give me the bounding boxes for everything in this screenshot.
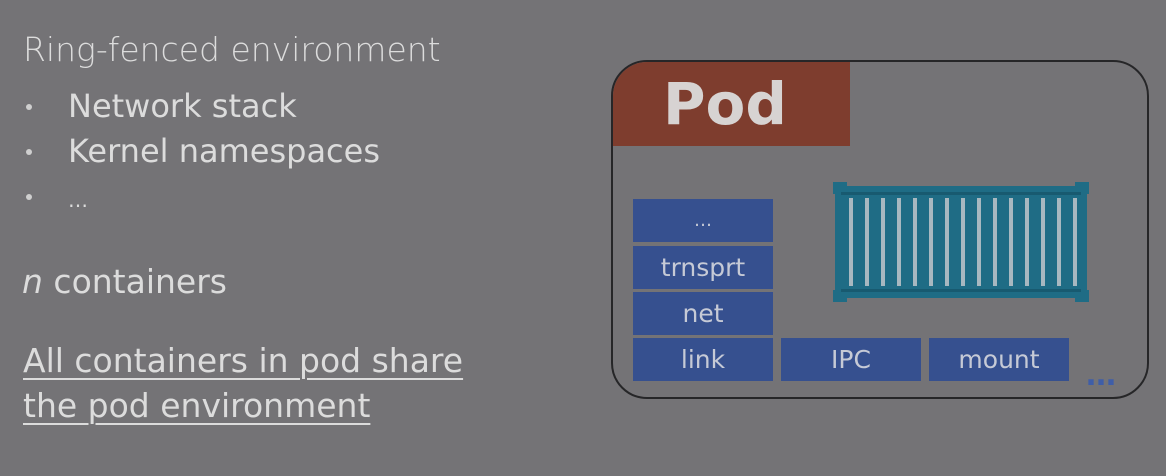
- containers-text: containers: [53, 262, 227, 301]
- stack-layer-net: net: [633, 292, 773, 335]
- namespace-ipc: IPC: [781, 338, 921, 381]
- bullet-dot-icon: [26, 149, 32, 155]
- bullet-item-kernel-namespaces: Kernel namespaces: [22, 129, 380, 174]
- stack-layer-transport: trnsprt: [633, 246, 773, 289]
- containers-count-line: n containers: [22, 262, 227, 301]
- bullet-list: Network stack Kernel namespaces …: [22, 84, 380, 219]
- bullet-label: Network stack: [68, 87, 297, 125]
- pod-box: Pod: [611, 60, 1149, 399]
- stack-layer-link: link: [633, 338, 773, 381]
- bullet-item-ellipsis: …: [22, 174, 380, 219]
- heading: Ring-fenced environment: [23, 30, 441, 69]
- shipping-container-icon: [833, 182, 1089, 302]
- bullet-item-network-stack: Network stack: [22, 84, 380, 129]
- bullet-dot-icon: [26, 194, 32, 200]
- share-statement: All containers in pod share the pod envi…: [23, 338, 463, 428]
- bullet-dot-icon: [26, 104, 32, 110]
- share-line-2: the pod environment: [23, 386, 371, 425]
- namespace-mount: mount: [929, 338, 1069, 381]
- more-namespaces-ellipsis: …: [1086, 358, 1117, 393]
- pod-label: Pod: [613, 62, 850, 146]
- n-variable: n: [22, 262, 43, 301]
- share-line-1: All containers in pod share: [23, 341, 464, 380]
- bullet-label: …: [68, 188, 90, 212]
- stack-layer-top: …: [633, 199, 773, 242]
- bullet-label: Kernel namespaces: [68, 132, 380, 170]
